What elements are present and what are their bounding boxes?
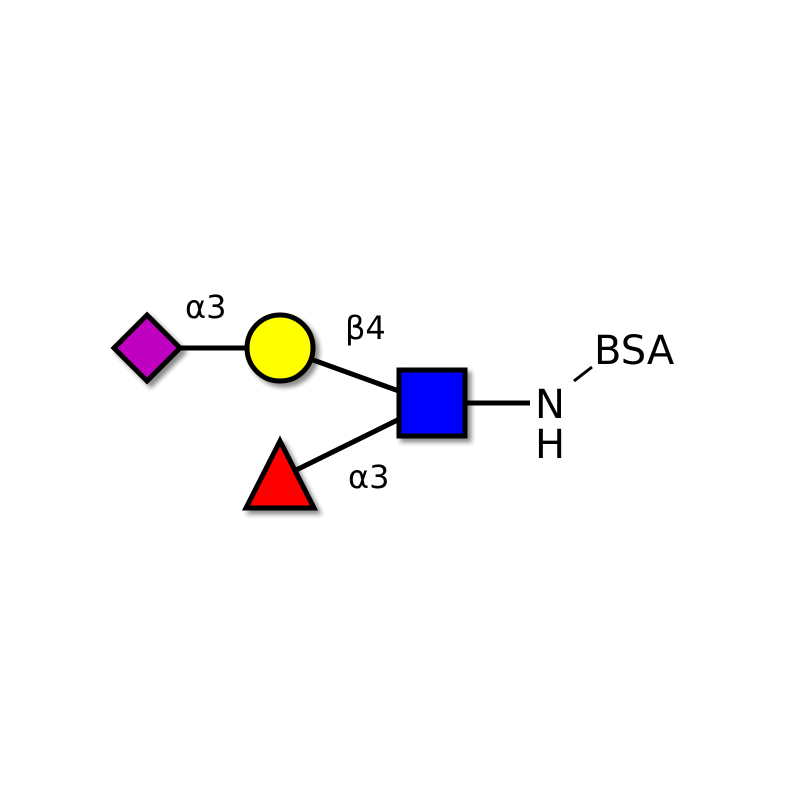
linkage-label-fuc-glcnac: α3 [348, 458, 389, 496]
linkage-label-neu5ac-gal: α3 [185, 288, 226, 326]
gal-circle-icon [244, 312, 316, 384]
neu5ac-diamond-icon [110, 311, 184, 385]
glcnac-square-icon [396, 367, 468, 439]
fuc-triangle-icon [241, 435, 319, 511]
nitrogen-atom-label: N [535, 382, 565, 428]
linkage-label-gal-glcnac: β4 [345, 309, 386, 347]
bond-nitrogen-bsa [573, 365, 593, 383]
bsa-carrier-label: BSA [594, 328, 675, 374]
hydrogen-atom-label: H [535, 422, 565, 468]
